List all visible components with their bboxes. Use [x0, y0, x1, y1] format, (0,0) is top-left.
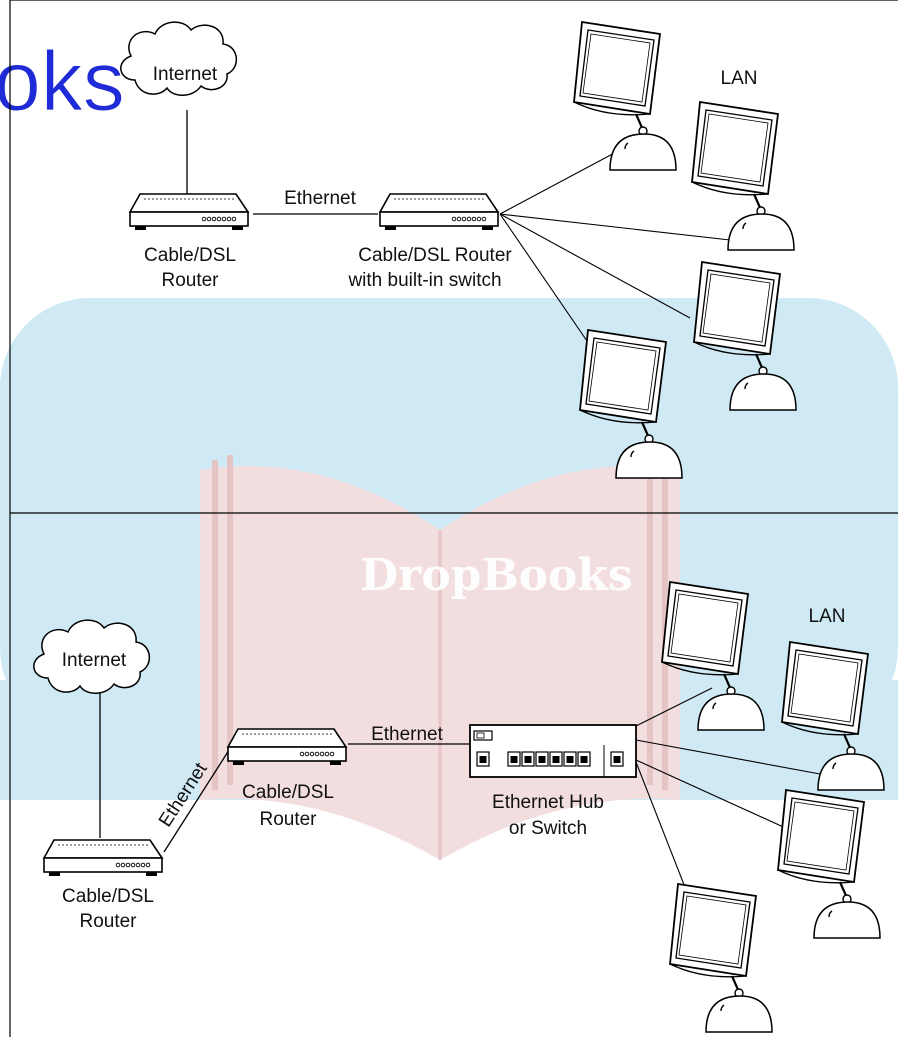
- bottom-link-label: Ethernet: [371, 724, 444, 745]
- imac-computer-icon: [572, 20, 678, 172]
- top-network: Internet Cable/DSL Router Ethernet Cable…: [120, 20, 798, 480]
- bottom-router1-label-line2: Router: [79, 911, 137, 932]
- bottom-router2-label-line1: Cable/DSL: [242, 782, 334, 803]
- imac-computer-icon: [690, 100, 796, 252]
- top-router2-label-line2: with built-in switch: [347, 270, 501, 291]
- top-lan-label: LAN: [721, 68, 758, 89]
- bottom-router2-label-line2: Router: [259, 809, 317, 830]
- bottom-router1-label-line1: Cable/DSL: [62, 886, 154, 907]
- router-icon: [43, 839, 163, 877]
- watermark-book-text: DropBooks: [360, 550, 633, 601]
- top-internet-label: Internet: [153, 64, 218, 85]
- hub-label-line2: or Switch: [509, 818, 587, 839]
- ethernet-hub-icon: [469, 724, 637, 778]
- top-router1-label-line2: Router: [161, 270, 219, 291]
- hub-label-line1: Ethernet Hub: [492, 792, 604, 813]
- top-link-label: Ethernet: [284, 188, 357, 209]
- top-router1-label-line1: Cable/DSL: [144, 245, 236, 266]
- router-icon: [129, 193, 249, 231]
- router-icon: [379, 193, 499, 231]
- top-router2-label-line1: Cable/DSL Router: [358, 245, 512, 266]
- bottom-lan-label: LAN: [809, 606, 846, 627]
- bottom-internet-label: Internet: [62, 650, 127, 671]
- watermark-corner-text: oks: [0, 34, 125, 128]
- imac-computer-icon: [776, 788, 882, 940]
- router-icon: [227, 728, 347, 766]
- watermark-background: DropBooks: [0, 298, 898, 860]
- imac-computer-icon: [668, 882, 774, 1034]
